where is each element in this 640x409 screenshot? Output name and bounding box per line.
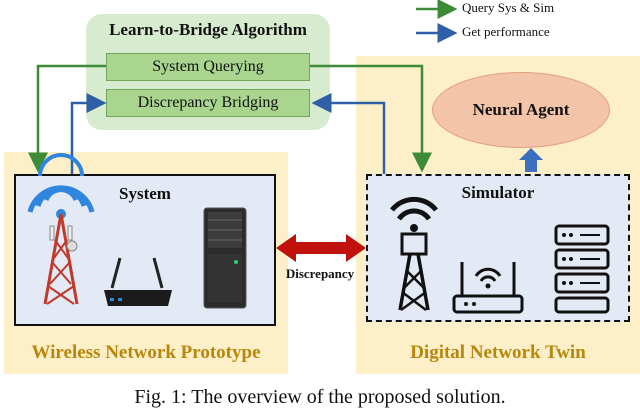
- wifi-router-icon: [452, 262, 524, 314]
- performance-arrow-from-simulator: [311, 93, 386, 174]
- query-arrow-to-simulator: [310, 64, 432, 173]
- twin-label: Digital Network Twin: [410, 342, 586, 363]
- discrepancy-bridging-step[interactable]: Discrepancy Bridging: [106, 89, 310, 117]
- performance-arrow-from-system: [70, 93, 107, 174]
- server-icon: [203, 207, 247, 309]
- discrepancy-label: Discrepancy: [285, 266, 355, 281]
- prototype-label: Wireless Network Prototype: [31, 342, 261, 363]
- legend-green-label: Query Sys & Sim: [462, 0, 555, 15]
- agent-up-arrow: [519, 148, 543, 172]
- server-rack-icon: [554, 224, 610, 314]
- figure-caption: Fig. 1: The overview of the proposed sol…: [134, 386, 506, 408]
- neural-agent[interactable]: Neural Agent: [432, 72, 610, 148]
- algorithm-title: Learn-to-Bridge Algorithm: [109, 20, 307, 39]
- wifi-tower-icon: [390, 196, 438, 312]
- legend-blue-label: Get performance: [462, 24, 550, 39]
- discrepancy-double-arrow: [276, 234, 366, 262]
- system-querying-step[interactable]: System Querying: [106, 53, 310, 81]
- router-icon: [104, 257, 172, 306]
- system-title: System: [119, 184, 171, 203]
- simulator-title: Simulator: [461, 183, 535, 202]
- cell-tower-icon: [27, 153, 95, 305]
- query-arrow-to-system: [28, 64, 106, 173]
